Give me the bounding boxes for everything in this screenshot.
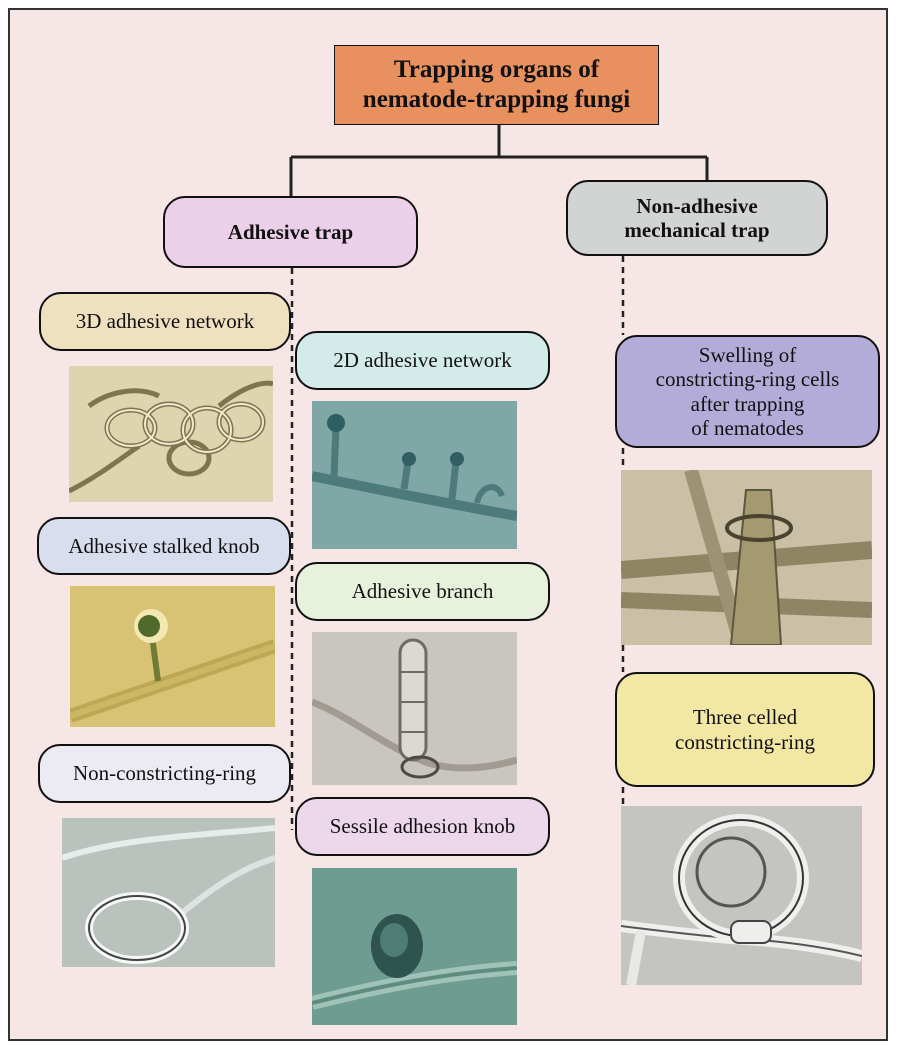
adhesive-trap-label: Adhesive trap <box>228 220 353 244</box>
three-celled-line2: constricting-ring <box>675 730 815 754</box>
root-title-line1: Trapping organs of <box>363 55 630 85</box>
network-2d-box: 2D adhesive network <box>295 331 550 390</box>
swelling-line3: after trapping <box>656 392 840 416</box>
sessile-knob-micrograph <box>312 868 517 1025</box>
adhesive-trap-box: Adhesive trap <box>163 196 418 268</box>
three-celled-ring-micrograph <box>621 806 862 985</box>
network-2d-micrograph <box>312 401 517 549</box>
root-title-box: Trapping organs of nematode-trapping fun… <box>334 45 659 125</box>
adhesive-branch-micrograph <box>312 632 517 785</box>
swelling-line2: constricting-ring cells <box>656 367 840 391</box>
stalked-knob-micrograph <box>70 586 275 727</box>
swelling-ring-micrograph <box>621 470 872 645</box>
three-celled-ring-box: Three celled constricting-ring <box>615 672 875 787</box>
root-title-line2: nematode-trapping fungi <box>363 85 630 115</box>
non-constricting-ring-micrograph <box>62 818 275 967</box>
swelling-line4: of nematodes <box>656 416 840 440</box>
sessile-knob-box: Sessile adhesion knob <box>295 797 550 856</box>
non-adhesive-label-line2: mechanical trap <box>624 218 769 242</box>
swelling-line1: Swelling of <box>656 343 840 367</box>
stalked-knob-label: Adhesive stalked knob <box>68 534 259 558</box>
network-3d-micrograph <box>69 366 273 502</box>
stalked-knob-box: Adhesive stalked knob <box>37 517 291 575</box>
non-adhesive-trap-box: Non-adhesive mechanical trap <box>566 180 828 256</box>
adhesive-branch-box: Adhesive branch <box>295 562 550 621</box>
network-2d-label: 2D adhesive network <box>333 348 511 372</box>
network-3d-box: 3D adhesive network <box>39 292 291 351</box>
swelling-ring-box: Swelling of constricting-ring cells afte… <box>615 335 880 448</box>
three-celled-line1: Three celled <box>675 705 815 729</box>
adhesive-branch-label: Adhesive branch <box>352 579 494 603</box>
non-constricting-ring-label: Non-constricting-ring <box>73 761 256 785</box>
non-constricting-ring-box: Non-constricting-ring <box>38 744 291 803</box>
sessile-knob-label: Sessile adhesion knob <box>330 814 515 838</box>
non-adhesive-label-line1: Non-adhesive <box>624 194 769 218</box>
network-3d-label: 3D adhesive network <box>76 309 254 333</box>
